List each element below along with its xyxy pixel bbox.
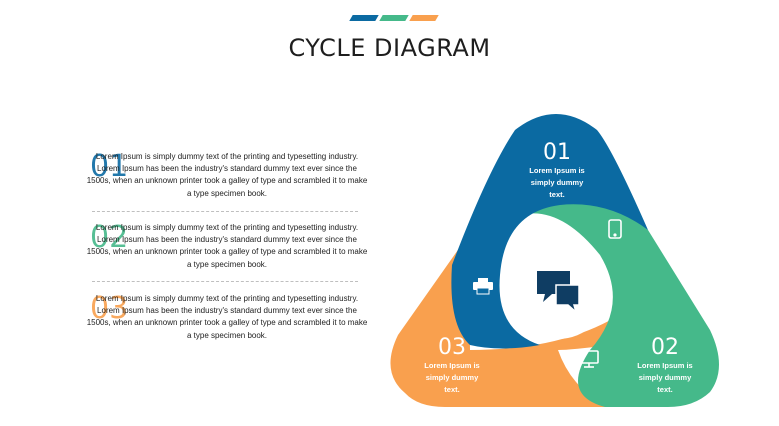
list-item-02: 02 Lorem Ipsum is simply dummy text of t… bbox=[84, 222, 370, 271]
printer-icon bbox=[473, 278, 493, 295]
segment-label-03: 03 Lorem Ipsum is simply dummy text. bbox=[417, 336, 487, 396]
item-number: 02 bbox=[90, 220, 129, 255]
segment-text: Lorem Ipsum is simply dummy text. bbox=[424, 361, 480, 394]
monitor-icon bbox=[579, 350, 599, 368]
segment-text: Lorem Ipsum is simply dummy text. bbox=[529, 166, 585, 199]
tablet-icon bbox=[608, 219, 622, 239]
chat-bubbles-icon bbox=[537, 271, 580, 315]
list-item-03: 03 Lorem Ipsum is simply dummy text of t… bbox=[84, 293, 370, 342]
segment-label-01: 01 Lorem Ipsum is simply dummy text. bbox=[522, 141, 592, 201]
item-number: 01 bbox=[90, 149, 129, 184]
item-description: Lorem Ipsum is simply dummy text of the … bbox=[86, 152, 368, 198]
item-description: Lorem Ipsum is simply dummy text of the … bbox=[86, 294, 368, 340]
segment-01 bbox=[451, 114, 648, 349]
page-title: CYCLE DIAGRAM bbox=[288, 34, 491, 62]
segment-text: Lorem Ipsum is simply dummy text. bbox=[637, 361, 693, 394]
divider bbox=[92, 281, 358, 282]
item-description: Lorem Ipsum is simply dummy text of the … bbox=[86, 223, 368, 269]
list-item-01: 01 Lorem Ipsum is simply dummy text of t… bbox=[84, 151, 370, 200]
segment-02 bbox=[520, 203, 719, 407]
segment-number: 03 bbox=[438, 335, 466, 360]
segment-label-02: 02 Lorem Ipsum is simply dummy text. bbox=[630, 336, 700, 396]
item-number: 03 bbox=[90, 291, 129, 326]
divider bbox=[92, 211, 358, 212]
segment-number: 02 bbox=[651, 335, 679, 360]
segment-number: 01 bbox=[543, 140, 571, 165]
